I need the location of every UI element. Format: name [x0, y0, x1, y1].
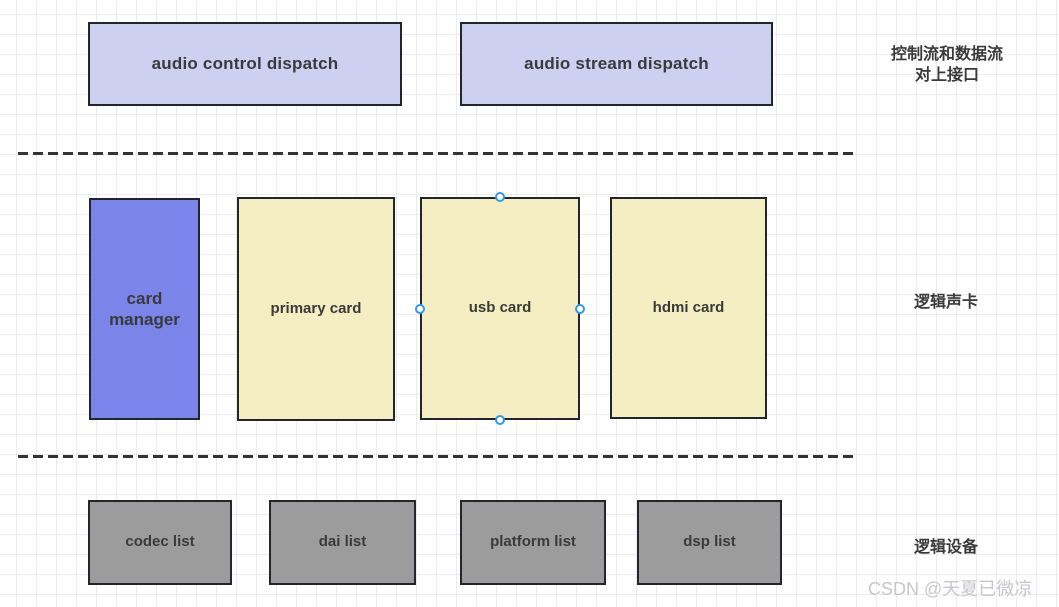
shape-dai-list[interactable]: dai list	[269, 500, 416, 585]
shape-label: audio control dispatch	[151, 54, 339, 74]
shape-label: dsp list	[683, 533, 736, 551]
shape-card-manager[interactable]: card manager	[89, 198, 200, 420]
annotation-interface-layer: 控制流和数据流 对上接口	[890, 46, 1003, 84]
csdn-watermark: CSDN @天夏已微凉	[868, 579, 1033, 599]
shape-platform-list[interactable]: platform list	[460, 500, 606, 585]
shape-label: audio stream dispatch	[524, 54, 709, 74]
connection-handle-top[interactable]	[495, 192, 505, 202]
shape-audio-stream-dispatch[interactable]: audio stream dispatch	[460, 22, 773, 106]
shape-label: platform list	[490, 533, 576, 551]
annotation-logical-sound-card: 逻辑声卡	[913, 294, 978, 311]
shape-label: usb card	[468, 299, 532, 317]
layer-divider-top	[18, 152, 858, 155]
shape-label: codec list	[125, 533, 195, 551]
shape-hdmi-card[interactable]: hdmi card	[610, 197, 767, 419]
shape-primary-card[interactable]: primary card	[237, 197, 395, 421]
shape-audio-control-dispatch[interactable]: audio control dispatch	[88, 22, 402, 106]
shape-dsp-list[interactable]: dsp list	[637, 500, 782, 585]
shape-label: primary card	[270, 299, 362, 317]
connection-handle-left[interactable]	[415, 303, 425, 314]
shape-codec-list[interactable]: codec list	[88, 500, 232, 585]
connection-handle-bottom[interactable]	[495, 415, 505, 425]
shape-label: card manager	[109, 288, 180, 329]
shape-label: hdmi card	[652, 298, 725, 316]
connection-handle-right[interactable]	[575, 303, 585, 314]
shape-usb-card[interactable]: usb card	[415, 192, 585, 425]
annotation-logical-devices: 逻辑设备	[913, 539, 978, 556]
shape-label: dai list	[318, 533, 367, 551]
layer-divider-bottom	[18, 455, 858, 458]
